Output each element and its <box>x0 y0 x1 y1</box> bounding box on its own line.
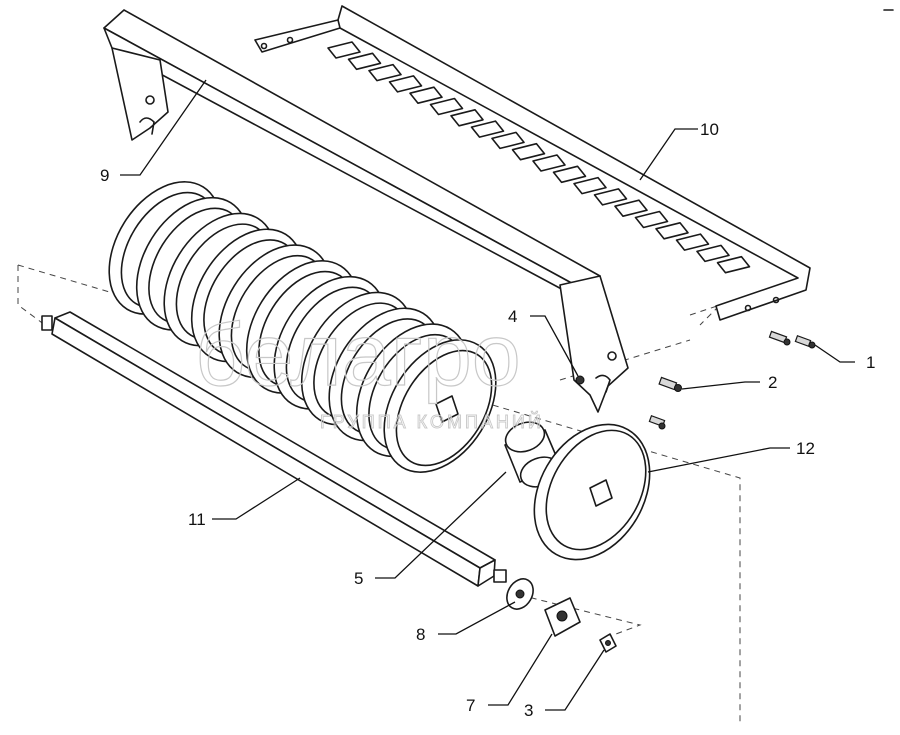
comb-teeth <box>327 41 751 274</box>
bolt-2b <box>648 415 666 430</box>
callout-10: 10 <box>700 120 719 139</box>
comb-tooth <box>470 120 505 138</box>
watermark: белагро ГРУППА КОМПАНИЙ <box>194 304 544 432</box>
comb-tooth <box>655 222 689 240</box>
callout-12: 12 <box>796 439 815 458</box>
callout-2: 2 <box>768 373 777 392</box>
bolt-1b <box>794 335 816 349</box>
callout-4: 4 <box>508 307 517 326</box>
comb-tooth <box>327 41 361 59</box>
callout-labels: 1 2 3 4 5 7 8 9 10 11 12 <box>100 120 875 720</box>
comb-tooth <box>573 176 607 195</box>
square-shaft <box>41 311 507 587</box>
comb-tooth <box>696 244 730 263</box>
comb-tooth <box>388 75 423 93</box>
callout-3: 3 <box>524 701 533 720</box>
disc-stack <box>108 181 497 473</box>
callout-7: 7 <box>466 696 475 715</box>
callout-11: 11 <box>188 510 206 529</box>
callout-1: 1 <box>866 353 875 372</box>
comb-tooth <box>491 131 525 150</box>
watermark-tagline: ГРУППА КОМПАНИЙ <box>320 411 544 432</box>
comb-tooth <box>593 188 628 206</box>
comb-tooth <box>614 199 648 217</box>
comb-bar <box>254 5 811 321</box>
comb-tooth <box>511 142 546 161</box>
nut-3 <box>599 633 617 653</box>
comb-tooth <box>532 154 566 172</box>
comb-tooth <box>634 210 669 229</box>
comb-tooth <box>552 165 587 184</box>
callout-8: 8 <box>416 625 425 644</box>
comb-tooth <box>429 97 464 116</box>
packing-disc <box>383 339 497 473</box>
comb-tooth <box>716 255 751 274</box>
comb-tooth <box>675 233 710 251</box>
leader-lines <box>120 79 855 711</box>
callout-9: 9 <box>100 166 109 185</box>
callout-5: 5 <box>354 569 363 588</box>
end-disc <box>533 423 651 561</box>
comb-tooth <box>347 52 382 71</box>
comb-tooth <box>450 109 484 127</box>
comb-tooth <box>409 86 443 104</box>
comb-tooth <box>368 63 402 82</box>
washer-8 <box>506 578 534 610</box>
bolt-2 <box>658 376 682 392</box>
nut-4 <box>575 375 585 385</box>
flange-7 <box>544 597 581 637</box>
watermark-brand: белагро <box>195 305 521 404</box>
bolt-1a <box>768 330 791 346</box>
fasteners <box>506 330 816 653</box>
